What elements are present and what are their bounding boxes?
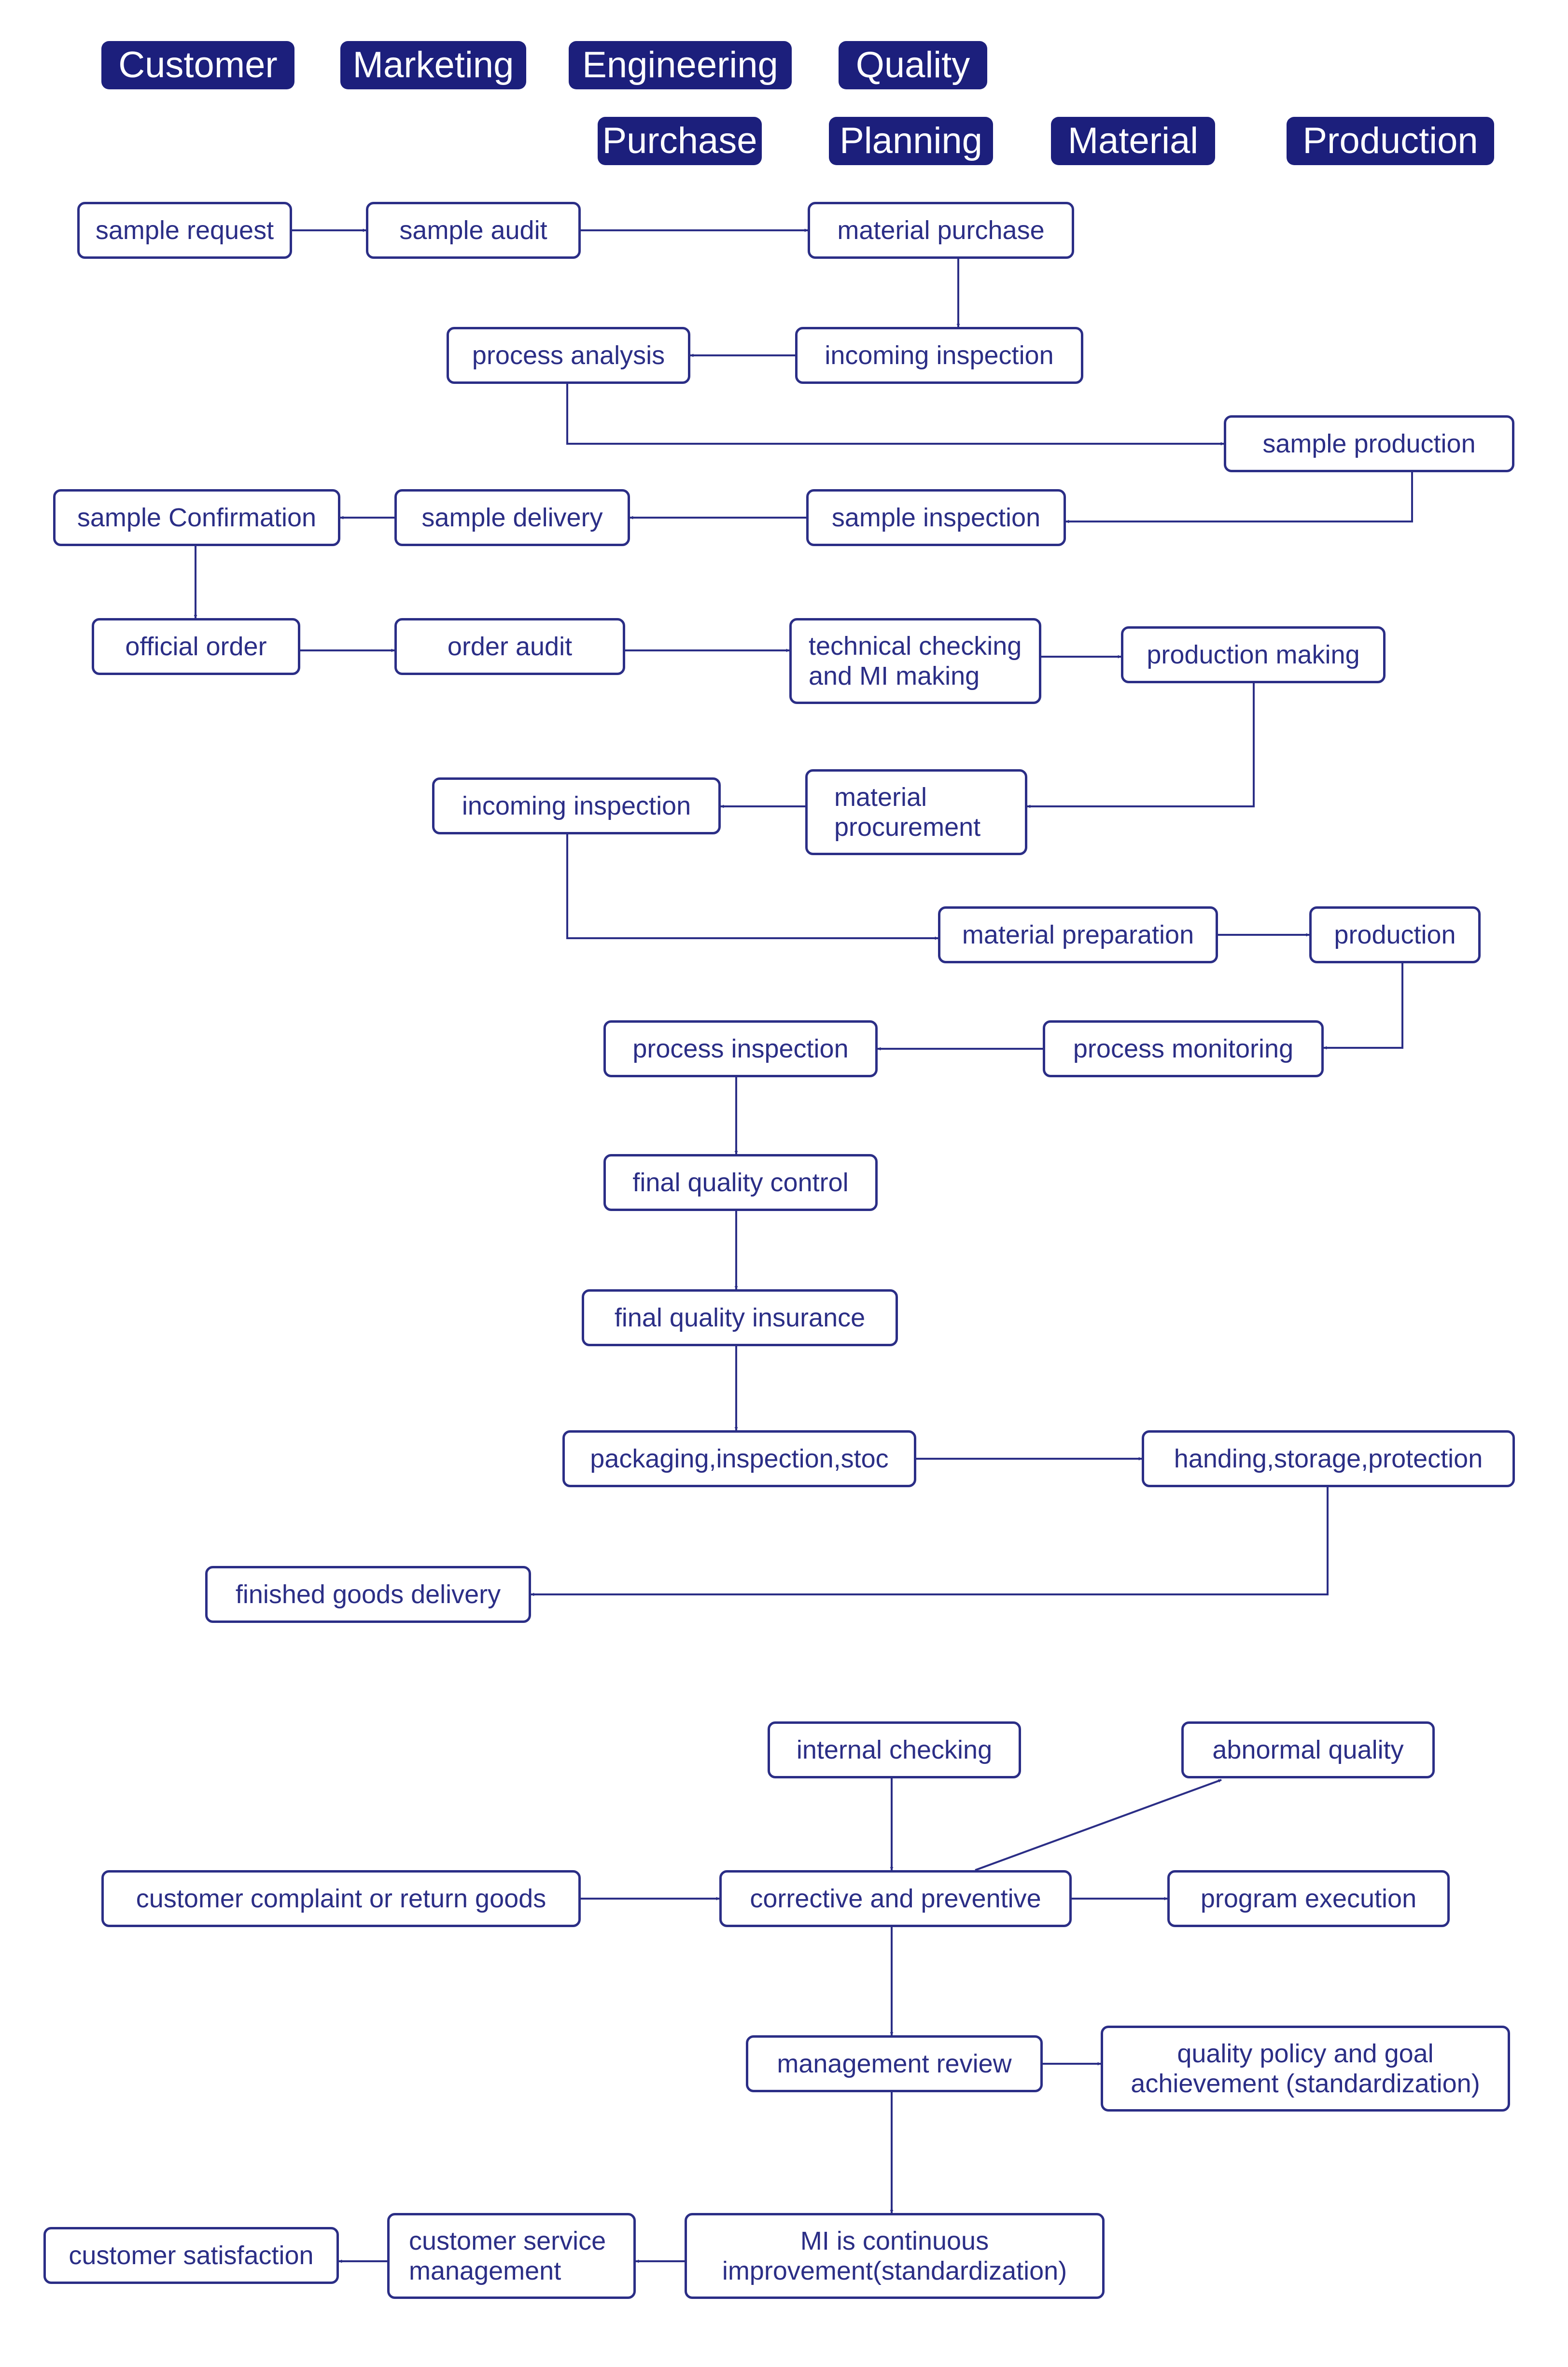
node-customer-complaint-or-return-goods: customer complaint or return goods — [101, 1870, 581, 1927]
department-quality: Quality — [839, 41, 987, 89]
node-material-preparation: material preparation — [938, 906, 1218, 963]
node-quality-policy-and-goal-achievement: quality policy and goal achievement (sta… — [1101, 2026, 1510, 2112]
department-production: Production — [1287, 117, 1494, 165]
node-customer-service-management: customer service management — [387, 2213, 636, 2299]
node-management-review: management review — [746, 2035, 1043, 2092]
node-finished-goods-delivery: finished goods delivery — [205, 1566, 531, 1623]
edge-n28-to-n26 — [975, 1779, 1222, 1871]
node-order-audit: order audit — [394, 618, 625, 675]
node-mi-continuous-improvement: MI is continuous improvement(standardiza… — [685, 2213, 1105, 2299]
node-abnormal-quality: abnormal quality — [1181, 1721, 1435, 1778]
department-engineering: Engineering — [569, 41, 792, 89]
node-production: production — [1309, 906, 1481, 963]
node-program-execution: program execution — [1167, 1870, 1450, 1927]
node-process-inspection: process inspection — [603, 1020, 878, 1077]
node-technical-checking-and-mi-making: technical checking and MI making — [789, 618, 1041, 704]
node-production-making: production making — [1121, 626, 1386, 683]
node-text: technical checking and MI making — [809, 631, 1022, 690]
department-marketing: Marketing — [340, 41, 526, 89]
department-material: Material — [1051, 117, 1215, 165]
node-incoming-inspection: incoming inspection — [795, 327, 1083, 384]
edge-n13-to-n14 — [1027, 683, 1255, 808]
edge-n6-to-n7 — [1065, 472, 1413, 523]
edge-n15-to-n16 — [566, 834, 938, 940]
node-sample-delivery: sample delivery — [394, 489, 630, 546]
node-text: material procurement — [834, 782, 981, 842]
node-sample-confirmation: sample Confirmation — [53, 489, 340, 546]
department-planning: Planning — [829, 117, 993, 165]
node-material-purchase: material purchase — [808, 202, 1074, 259]
node-process-monitoring: process monitoring — [1043, 1020, 1324, 1077]
node-text: MI is continuous improvement(standardiza… — [722, 2226, 1067, 2285]
edge-n5-to-n6 — [566, 384, 1224, 446]
node-final-quality-insurance: final quality insurance — [582, 1289, 898, 1346]
node-final-quality-control: final quality control — [603, 1154, 878, 1211]
node-text: customer service management — [409, 2226, 606, 2285]
node-customer-satisfaction: customer satisfaction — [43, 2227, 339, 2284]
node-packaging-inspection-stoc: packaging,inspection,stoc — [562, 1430, 916, 1487]
node-sample-production: sample production — [1224, 415, 1514, 472]
edge-n17-to-n18 — [1323, 963, 1403, 1050]
node-sample-inspection: sample inspection — [806, 489, 1066, 546]
node-official-order: official order — [92, 618, 300, 675]
department-customer: Customer — [101, 41, 294, 89]
node-handing-storage-protection: handing,storage,protection — [1142, 1430, 1515, 1487]
node-material-procurement: material procurement — [805, 769, 1027, 855]
node-corrective-and-preventive: corrective and preventive — [719, 1870, 1072, 1927]
edge-n23-to-n24 — [531, 1487, 1329, 1596]
node-internal-checking: internal checking — [768, 1721, 1021, 1778]
node-process-analysis: process analysis — [447, 327, 690, 384]
node-sample-request: sample request — [77, 202, 292, 259]
node-sample-audit: sample audit — [366, 202, 581, 259]
node-text: quality policy and goal achievement (sta… — [1131, 2039, 1480, 2098]
department-purchase: Purchase — [598, 117, 762, 165]
node-incoming-inspection-2: incoming inspection — [432, 777, 721, 834]
